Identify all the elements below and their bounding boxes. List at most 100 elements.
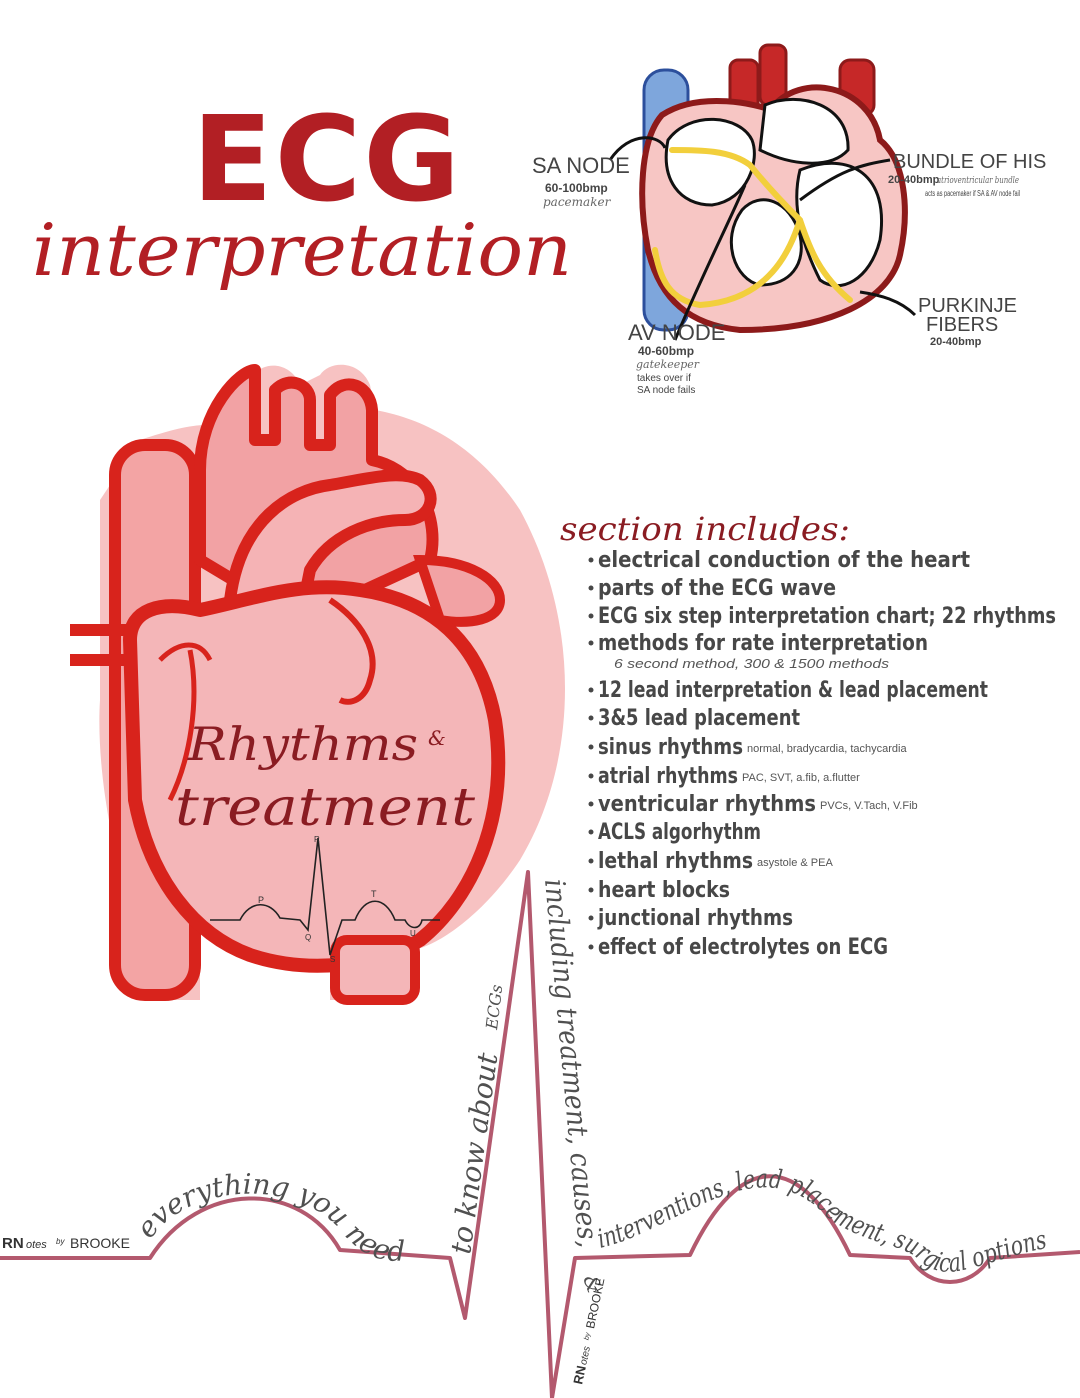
section-item: heart blocks — [588, 878, 730, 903]
heart-word-amp: & — [428, 726, 446, 750]
section-item: parts of the ECG wave — [588, 576, 836, 601]
ekg-label-q: Q — [305, 933, 311, 942]
brand-rn: RN — [2, 1235, 24, 1252]
heart-ventricles — [123, 580, 506, 973]
heart-illustration: Rhythms & treatment P Q R S T U — [70, 364, 565, 1005]
section-item-text: 3&5 lead placement — [598, 706, 800, 731]
section-item: lethal rhythms asystole & PEA — [588, 849, 833, 874]
flow-arrows — [608, 136, 917, 341]
bundle-of-his-note: acts as pacemaker if SA & AV node fail — [925, 189, 1020, 198]
bullet-dot — [588, 915, 594, 921]
section-item: sinus rhythms normal, bradycardia, tachyc… — [588, 735, 907, 760]
bullet-dot — [588, 801, 594, 807]
bullet-dot — [588, 858, 594, 864]
bullet-dot — [588, 744, 594, 750]
ekg-label-p: P — [258, 895, 264, 905]
heart-word-rhythms: Rhythms — [187, 717, 418, 771]
heart-mini-ecg: P Q R S T U — [210, 835, 440, 964]
purkinje-rate: 20-40bmp — [930, 336, 982, 348]
ekg-label-u: U — [410, 929, 416, 938]
section-item: methods for rate interpretation — [588, 631, 928, 656]
wave-text-ecgs: ECGs — [482, 984, 506, 1032]
brand-otes-2: otes — [578, 1345, 593, 1366]
bullet-dot — [588, 687, 594, 693]
section-item: junctional rhythms — [588, 906, 793, 931]
purkinje-label-2: FIBERS — [926, 314, 998, 336]
section-item-text: lethal rhythms — [598, 849, 753, 874]
section-item-text: electrical conduction of the heart — [598, 548, 970, 573]
section-item-text: effect of electrolytes on ECG — [598, 935, 888, 960]
heart-chambers — [664, 97, 883, 288]
heart-interior-lines — [158, 642, 213, 802]
title-ecg: ECG — [192, 90, 462, 228]
section-item-list: electrical conduction of the heart parts … — [588, 548, 1056, 960]
section-item: ACLS algorhythm — [588, 820, 761, 845]
section-item-text: heart blocks — [598, 878, 730, 903]
section-item-detail: PVCs, V.Tach, V.Fib — [820, 800, 918, 812]
bullet-dot — [588, 613, 594, 619]
section-item-text: ECG six step interpretation chart; 22 rh… — [598, 604, 1056, 629]
bullet-dot — [588, 944, 594, 950]
heart-atrium-detail — [328, 597, 376, 705]
ekg-label-r: R — [314, 835, 320, 844]
section-item-detail: asystole & PEA — [757, 857, 833, 869]
brand-logo-rotated: RN otes by BROOKE — [570, 1277, 607, 1386]
bullet-dot — [588, 773, 594, 779]
bullet-dot — [588, 557, 594, 563]
bullet-dot — [588, 715, 594, 721]
wave-text-interventions: interventions, lead placement, surgical … — [594, 1164, 1049, 1279]
bullet-dot — [588, 640, 594, 646]
brand-by: by — [56, 1237, 65, 1246]
section-item: effect of electrolytes on ECG — [588, 935, 888, 960]
sa-node-rate: 60-100bmp — [545, 181, 608, 195]
wave-text-everything: everything you need — [130, 1167, 406, 1267]
brand-brooke: BROOKE — [70, 1235, 130, 1251]
purkinje-label-1: PURKINJE — [918, 295, 1017, 317]
conduction-diagram: SA NODE 60-100bmp pacemaker BUNDLE OF HI… — [532, 43, 1046, 396]
section-item-text: methods for rate interpretation — [598, 631, 928, 656]
section-includes: section includes: electrical conduction … — [560, 510, 1056, 960]
section-title: section includes: — [560, 510, 850, 548]
section-item-text: sinus rhythms — [598, 735, 743, 760]
section-item-text: 12 lead interpretation & lead placement — [598, 678, 988, 703]
av-node-label: AV NODE — [628, 320, 725, 345]
sa-node-role: pacemaker — [543, 195, 612, 209]
section-item: ventricular rhythms PVCs, V.Tach, V.Fib — [588, 792, 918, 817]
brand-by-2: by — [584, 1332, 592, 1341]
bullet-dot — [588, 829, 594, 835]
av-node-note-1: takes over if — [637, 373, 691, 384]
heart-pulmonary-artery — [224, 469, 437, 626]
wave-text-including: including treatment, causes, — [538, 878, 605, 1249]
section-item: 6 second method, 300 & 1500 methods — [614, 656, 890, 671]
bullet-dot — [588, 585, 594, 591]
wave-text-to-know: to know about — [444, 1050, 504, 1256]
section-item-detail: normal, bradycardia, tachycardia — [747, 743, 907, 755]
ekg-label-t: T — [371, 889, 377, 899]
section-item: electrical conduction of the heart — [588, 548, 970, 573]
ecg-wave-line — [0, 870, 1080, 1398]
av-node-role: gatekeeper — [636, 358, 700, 371]
section-item-text: ventricular rhythms — [598, 792, 816, 817]
section-item-text: atrial rhythms — [598, 764, 738, 789]
section-item: 12 lead interpretation & lead placement — [588, 678, 988, 703]
heart-left-vessels — [413, 554, 506, 627]
bullet-dot — [588, 887, 594, 893]
bundle-of-his-label: BUNDLE OF HIS — [893, 151, 1046, 173]
brand-otes: otes — [26, 1239, 47, 1251]
section-item: ECG six step interpretation chart; 22 rh… — [588, 604, 1056, 629]
section-item-text: junctional rhythms — [597, 906, 793, 931]
section-item-text: parts of the ECG wave — [598, 576, 836, 601]
heart-word-treatment: treatment — [175, 778, 475, 838]
bundle-of-his-rate: 20-40bmp — [888, 174, 940, 186]
title-block: ECG interpretation — [32, 90, 572, 292]
brand-logo-left: RN otes by BROOKE — [2, 1235, 130, 1252]
title-interpretation: interpretation — [32, 208, 572, 292]
heart-inferior-stub — [330, 935, 420, 1005]
brand-rn-2: RN — [570, 1364, 589, 1385]
av-node-rate: 40-60bmp — [638, 344, 694, 358]
bundle-of-his-alt-name: atrioventricular bundle — [937, 176, 1019, 186]
av-node-note-2: SA node fails — [637, 385, 695, 396]
sa-node-label: SA NODE — [532, 153, 630, 178]
